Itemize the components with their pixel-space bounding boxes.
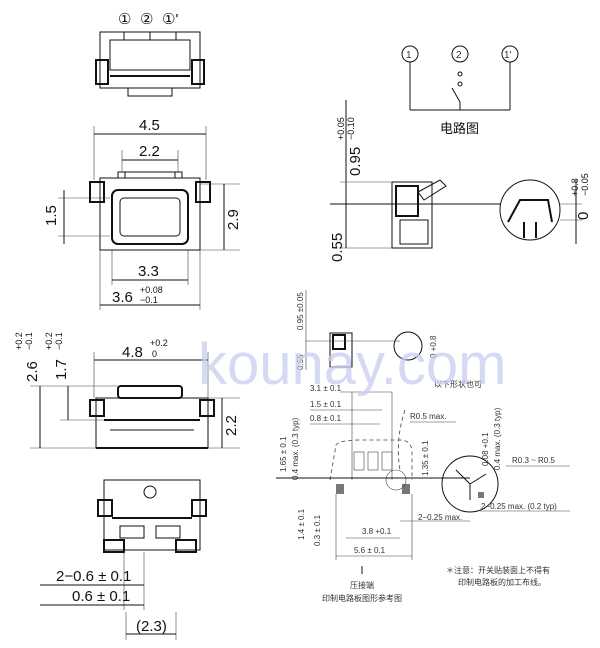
- note-line-1: ＊注意：开关贴装面上不得有: [446, 565, 550, 575]
- small-dim-0-95: 0.95 ±0.05: [296, 292, 305, 330]
- dim-width-3-6: 3.6: [112, 289, 133, 306]
- dim-width-4-8: 4.8: [122, 344, 143, 361]
- dim-3-1: 3.1 ± 0.1: [310, 384, 342, 393]
- circuit-terminal-1p: 1': [504, 50, 512, 61]
- dim-width-4-5: 4.5: [139, 117, 160, 134]
- dim-height-0: 0: [575, 212, 592, 220]
- side-profile-view: 0.95 +0.05 −0.10 0.55 0 +0.8 −0.05: [329, 100, 592, 262]
- note-line-2: 印制电路板的加工布线。: [458, 577, 546, 587]
- front-view-switch: [89, 171, 211, 251]
- dim-pad-count: 2−0.6 ± 0.1: [56, 568, 131, 585]
- dim-0-25-max: 2−0.25 max.: [418, 513, 462, 522]
- top-view-switch: [95, 31, 205, 97]
- dim-5-6: 5.6 ± 0.1: [354, 546, 386, 555]
- dim-height-2-6: 2.6: [24, 361, 41, 382]
- tol-down: 0: [152, 349, 157, 359]
- dim-1-4: 1.4 ± 0.1: [297, 508, 306, 540]
- side-view-dimensions: 4.8 +0.2 0 2.6 +0.2 −0.1 1.7 +0.2 −0.1 2…: [14, 332, 240, 449]
- circuit-label: 电路图: [440, 121, 479, 137]
- bottom-view-dimensions: 2−0.6 ± 0.1 0.6 ± 0.1 (2.3): [40, 552, 177, 640]
- terminal-1p-label: ①': [162, 11, 178, 28]
- dim-0-4-max: 0.4 max. (0.3 typ): [291, 417, 300, 480]
- dim-pitch: (2.3): [136, 618, 167, 635]
- pcb-pattern: 以下形状也可 3.1 ± 0.1 1.5 ± 0.1 0.8 ± 0.1 R0.…: [276, 379, 570, 603]
- dim-pad-width: 0.6 ± 0.1: [72, 588, 130, 605]
- pcb-reference-label: 印制电路板图形参考图: [322, 593, 402, 603]
- small-dim-0: 0 +0.8: [429, 335, 438, 358]
- dim-width-3-3: 3.3: [138, 263, 159, 280]
- dim-1-35: 1.35 ± 0.1: [421, 440, 430, 476]
- tol-down: −0.10: [346, 117, 356, 140]
- dim-height-2-9: 2.9: [225, 209, 242, 230]
- tol-up: +0.8: [570, 178, 580, 196]
- watermark: kounay.com: [198, 332, 506, 397]
- dim-height-1-7: 1.7: [53, 359, 70, 380]
- tol-up: +0.08: [140, 285, 163, 295]
- dim-1-65: 1.65 ± 0.1: [279, 436, 288, 472]
- dim-width-2-2: 2.2: [139, 143, 160, 160]
- terminal-1-label: ①: [118, 11, 131, 28]
- tol-down: −0.1: [24, 332, 34, 350]
- dim-r-range: R0.3 ~ R0.5: [512, 456, 555, 465]
- tol-up: +0.05: [336, 117, 346, 140]
- note-alt-shape: 以下形状也可: [434, 379, 482, 389]
- top-view-terminal-labels: ① ② ①': [118, 11, 178, 28]
- circuit-terminal-1: 1: [406, 50, 412, 61]
- dim-0-3: 0.3 ± 0.1: [313, 514, 322, 546]
- dim-height-1-5: 1.5: [43, 205, 60, 226]
- circuit-diagram: 1 2 1' 电路图: [401, 45, 519, 137]
- dim-0-08: 0.08 +0.1: [481, 432, 490, 466]
- bottom-view-switch: [97, 479, 207, 553]
- press-side-label: 压接端: [350, 580, 374, 590]
- dim-height-0-55: 0.55: [329, 233, 346, 262]
- tol-up: +0.2: [150, 338, 168, 348]
- tol-down: −0.1: [140, 295, 158, 305]
- front-view-dimensions: 4.5 2.2 1.5 2.9 3.3 3.6 +0.08 −0.1: [43, 117, 242, 310]
- dim-3-8: 3.8 +0.1: [362, 527, 392, 536]
- tol-up: +0.2: [14, 332, 24, 350]
- small-dim-0-55: 0.55: [296, 354, 305, 370]
- tol-down: −0.05: [580, 173, 590, 196]
- dim-height-0-95: 0.95: [347, 147, 364, 176]
- tol-up: +0.2: [44, 332, 54, 350]
- dim-0-4-max-b: 0.4 max. (0.3 typ): [493, 407, 502, 470]
- dim-0-8: 0.8 ± 0.1: [310, 414, 342, 423]
- tol-down: −0.1: [54, 332, 64, 350]
- small-side-profile-view: 0.95 ±0.05 0.55 0 +0.8: [296, 290, 438, 370]
- side-view-switch: [89, 385, 215, 449]
- dim-1-5: 1.5 ± 0.1: [310, 400, 342, 409]
- circuit-terminal-2: 2: [456, 50, 462, 61]
- terminal-2-label: ②: [140, 11, 153, 28]
- dim-0-25-typ: 2−0.25 max. (0.2 typ): [481, 502, 557, 511]
- dim-height-2-2: 2.2: [223, 415, 240, 436]
- dim-r-0-5: R0.5 max.: [410, 412, 446, 421]
